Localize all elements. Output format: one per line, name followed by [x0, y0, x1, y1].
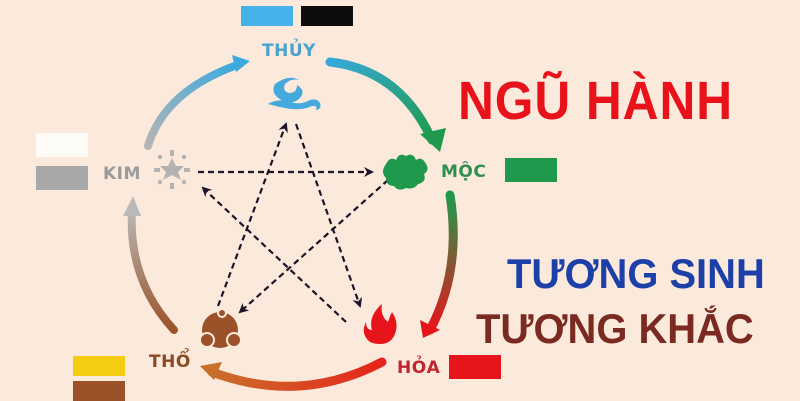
arrow-tho-to-kim	[123, 196, 178, 334]
label-moc: MỘC	[441, 162, 487, 182]
moc-color-swatch-green	[505, 158, 557, 182]
kim-color-swatch-white	[36, 133, 88, 157]
arrow-tho-to-thuy	[216, 122, 288, 307]
earth-stone-icon	[199, 308, 242, 348]
arrow-hoa-to-tho	[200, 357, 387, 391]
arrow-moc-to-tho	[238, 179, 389, 314]
subtitle-tuong-khac: TƯƠNG KHẮC	[476, 305, 754, 352]
label-tho: THỔ	[149, 352, 191, 372]
label-thuy: THỦY	[262, 41, 316, 61]
arrow-moc-to-hoa	[420, 190, 458, 338]
wood-tree-icon	[383, 154, 428, 190]
metal-star-icon	[154, 150, 190, 189]
water-cloud-icon	[268, 77, 321, 110]
generating-cycle	[123, 55, 458, 391]
kim-color-swatch-grey	[36, 166, 88, 190]
page-title: NGŨ HÀNH	[458, 71, 734, 131]
thuy-color-swatch-black	[301, 6, 353, 26]
tho-color-swatch-yellow	[73, 356, 125, 376]
label-hoa: HỎA	[397, 358, 441, 378]
label-kim: KIM	[103, 164, 141, 184]
thuy-color-swatch-blue	[241, 6, 293, 26]
arrow-kim-to-thuy	[144, 55, 250, 150]
tho-color-swatch-brown	[73, 381, 125, 401]
fire-flame-icon	[363, 304, 397, 344]
arrow-hoa-to-kim	[201, 186, 347, 323]
hoa-color-swatch-red	[449, 355, 501, 379]
arrow-thuy-to-moc	[325, 57, 446, 152]
overcoming-cycle	[198, 122, 389, 323]
arrow-thuy-to-hoa	[294, 123, 363, 308]
subtitle-tuong-sinh: TƯƠNG SINH	[507, 250, 765, 297]
